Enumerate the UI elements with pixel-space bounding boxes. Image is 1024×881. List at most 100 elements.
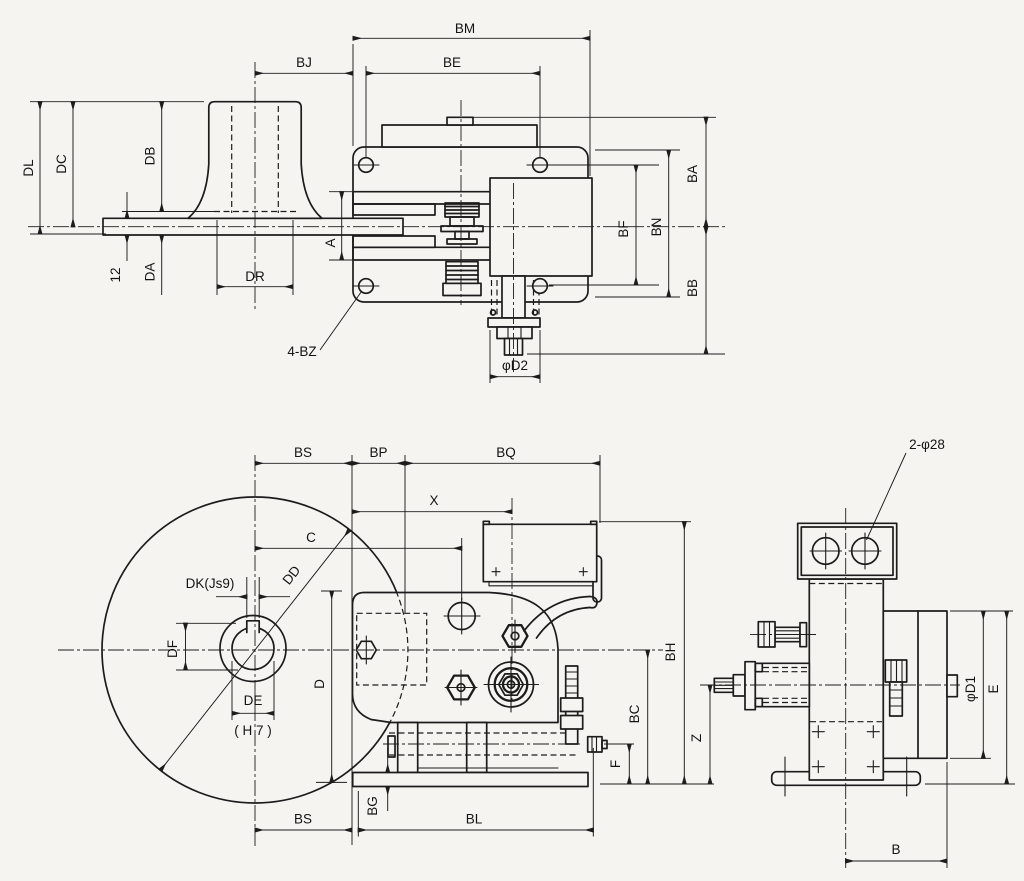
view-front: BS BP BQ X C D DD — [58, 445, 714, 847]
dim-label-bs-bottom: BS — [294, 812, 312, 827]
dim-label-x: X — [429, 493, 438, 508]
callout-2-phi28: 2-φ28 — [866, 437, 945, 541]
housing-fasteners — [355, 597, 540, 713]
view-right-side: 2-φ28 Z φD1 E B — [689, 437, 1015, 868]
dim-label-bf: BF — [616, 220, 631, 237]
dim-label-bm: BM — [455, 21, 475, 36]
dim-db: DB — [122, 101, 214, 213]
callout-4bz: 4-BZ — [287, 291, 362, 359]
dim-f: F — [604, 743, 634, 785]
clamp-foot-right — [465, 721, 488, 774]
dim-label-4bz: 4-BZ — [287, 344, 316, 359]
dim-label-bc: BC — [627, 704, 642, 723]
dim-bl: BL — [357, 748, 594, 837]
bell-flange — [187, 100, 323, 220]
dim-bc: BC — [627, 649, 651, 785]
corner-screws — [352, 156, 554, 295]
dim-phi-d1: φD1 — [950, 610, 1013, 759]
dim-a: A — [323, 191, 352, 261]
rod-end — [387, 735, 396, 758]
mount-holes — [809, 532, 882, 570]
dim-label-be: BE — [443, 55, 461, 70]
dim-bq: BQ — [404, 445, 601, 466]
dim-label-e: E — [986, 684, 1001, 693]
dim-dl: DL — [21, 101, 204, 235]
dim-bm: BM — [352, 21, 591, 176]
dim-b: B — [845, 762, 948, 868]
dim-ba: BA — [685, 116, 709, 228]
input-shaft — [713, 660, 811, 711]
dim-bn: BN — [649, 149, 672, 298]
dim-bs-bottom: BS — [254, 812, 353, 833]
dial-hidden-arc — [346, 590, 409, 773]
lower-bolt — [442, 260, 482, 297]
dim-label-phi-d2: φD2 — [502, 358, 528, 373]
dim-label-d: D — [312, 679, 327, 689]
dim-bf: BF — [616, 164, 639, 286]
base-plus-marks — [811, 725, 880, 774]
output-hub — [219, 614, 287, 683]
dim-label-bl: BL — [466, 812, 483, 827]
dim-df: DF — [165, 622, 238, 671]
dim-dr: DR — [216, 220, 294, 295]
view-side-elevation: BM BE BJ DL DC DB 12 — [21, 21, 725, 383]
dim-e: E — [925, 610, 1015, 785]
housing-arm — [523, 595, 598, 639]
dim-label-2-phi28: 2-φ28 — [909, 437, 945, 452]
clamp-bolt — [750, 620, 816, 648]
dim-label-bh: BH — [663, 643, 678, 662]
mounting-base-front — [351, 771, 589, 788]
column-body — [808, 578, 885, 781]
dim-label-bp: BP — [369, 445, 387, 460]
dim-label-h7: ( H 7 ) — [234, 723, 272, 738]
dim-bh: BH — [599, 521, 691, 785]
dim-label-c: C — [306, 530, 316, 545]
dim-label-dd: DD — [280, 563, 304, 588]
dim-bg: BG — [365, 748, 391, 816]
motor-block — [381, 124, 538, 148]
dim-dk: DK(Js9) — [186, 576, 290, 618]
dim-label-dk: DK(Js9) — [186, 576, 235, 591]
motor-cap — [946, 674, 959, 698]
dim-label-df: DF — [165, 640, 180, 658]
dim-12: 12 — [108, 192, 130, 283]
dim-da: DA — [143, 234, 165, 295]
dim-z: Z — [689, 684, 713, 785]
dim-label-phi-d1: φD1 — [963, 676, 978, 702]
dim-bj: BJ — [254, 55, 354, 76]
dim-label-12: 12 — [108, 267, 123, 282]
dim-label-b: B — [891, 842, 900, 857]
dim-phi-d2: φD2 — [489, 330, 541, 383]
dim-label-bn: BN — [649, 218, 664, 237]
dim-label-bq: BQ — [496, 445, 516, 460]
dim-label-a: A — [323, 238, 338, 247]
dim-label-de: DE — [244, 693, 263, 708]
dim-de: DE ( H 7 ) — [231, 661, 275, 738]
dim-label-f: F — [608, 760, 623, 768]
gear-housing-front — [351, 591, 559, 724]
dim-be: BE — [365, 55, 541, 157]
dim-label-dl: DL — [21, 159, 36, 177]
upper-bolt — [440, 202, 484, 245]
dim-label-z: Z — [689, 734, 704, 742]
dim-dc: DC — [54, 101, 76, 228]
motor-block-tab — [446, 116, 474, 126]
dim-label-dc: DC — [54, 154, 69, 174]
dim-label-db: DB — [143, 147, 158, 166]
dim-bs-top: BS — [254, 445, 353, 466]
dim-label-ba: BA — [685, 165, 700, 183]
dim-x: X — [351, 493, 513, 515]
dim-label-bj: BJ — [296, 55, 312, 70]
flange-bolt — [884, 659, 908, 717]
motor-block-front — [482, 523, 598, 583]
dim-d: D — [312, 590, 347, 784]
dim-label-da: DA — [143, 263, 158, 282]
dim-label-bs-top: BS — [294, 445, 312, 460]
dim-label-dr: DR — [245, 269, 265, 284]
dim-bb: BB — [685, 226, 709, 355]
dim-bp: BP — [351, 445, 406, 466]
clamp-foot-left — [396, 721, 419, 774]
adjust-bracket — [559, 665, 608, 753]
